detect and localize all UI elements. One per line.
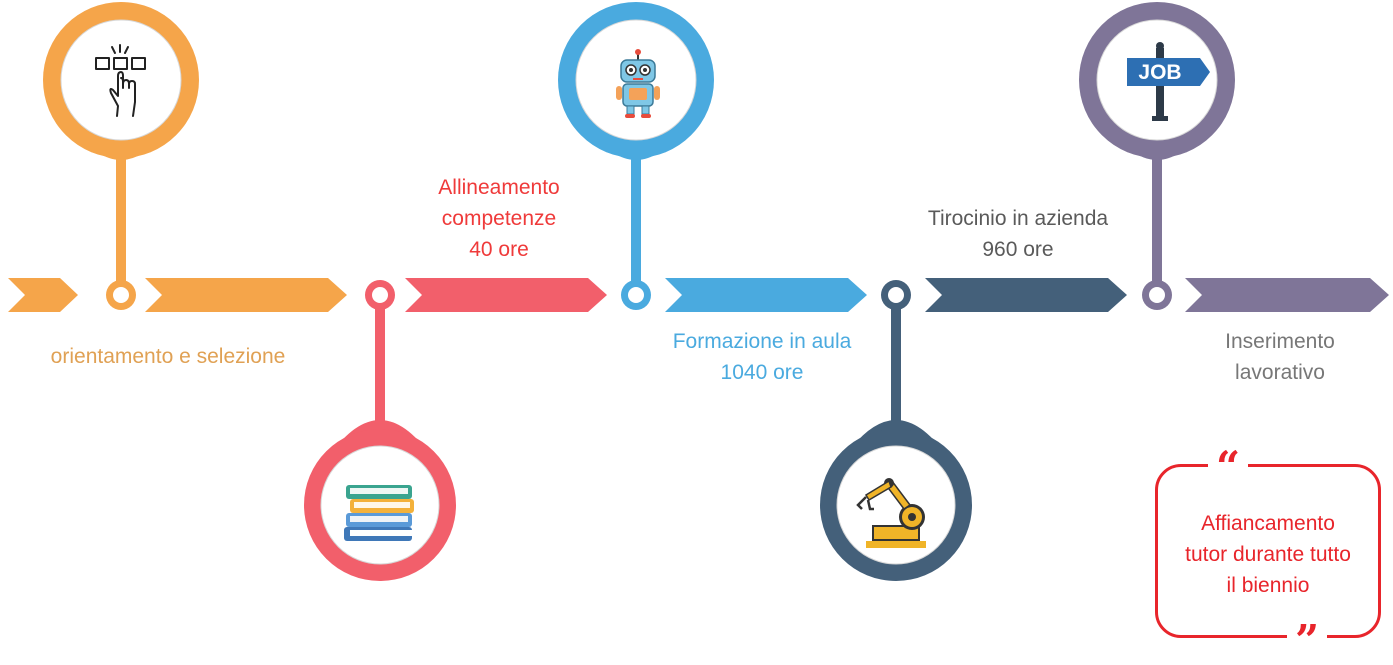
label-inserimento: Inserimento lavorativo bbox=[1180, 326, 1380, 388]
arrow-segment-red bbox=[405, 278, 607, 312]
label-line: 1040 ore bbox=[720, 361, 804, 384]
job-signpost-icon: JOB bbox=[1127, 42, 1210, 121]
quote-text: Affiancamento tutor durante tutto il bie… bbox=[1155, 508, 1381, 601]
job-sign-text: JOB bbox=[1138, 61, 1181, 84]
quote-line: il biennio bbox=[1226, 574, 1310, 597]
robot-arm-icon bbox=[856, 478, 926, 548]
quote-line: tutor durante tutto bbox=[1185, 543, 1351, 566]
quote-box bbox=[1155, 464, 1381, 638]
pin-tirocinio bbox=[820, 280, 972, 581]
label-line: Allineamento bbox=[438, 176, 560, 199]
label-tirocinio: Tirocinio in azienda 960 ore bbox=[900, 203, 1136, 265]
label-orientamento: orientamento e selezione bbox=[0, 341, 336, 372]
arrow-segment-orange-1 bbox=[8, 278, 78, 312]
quote-open-icon: “ bbox=[1208, 446, 1249, 488]
label-line: 40 ore bbox=[469, 238, 529, 261]
label-line: orientamento e selezione bbox=[50, 345, 286, 368]
quote-close-icon: ” bbox=[1287, 620, 1328, 662]
label-line: lavorativo bbox=[1235, 361, 1325, 384]
hand-pointer-buttons-icon bbox=[95, 44, 146, 117]
label-line: Formazione in aula bbox=[672, 330, 852, 353]
arrow-segment-blue bbox=[665, 278, 867, 312]
label-line: Inserimento bbox=[1225, 330, 1335, 353]
arrow-segment-orange-2 bbox=[145, 278, 347, 312]
label-allineamento: Allineamento competenze 40 ore bbox=[399, 172, 599, 265]
quote-line: Affiancamento bbox=[1201, 512, 1335, 535]
arrow-segment-navy bbox=[925, 278, 1127, 312]
label-formazione: Formazione in aula 1040 ore bbox=[652, 326, 872, 388]
robot-icon bbox=[616, 49, 660, 118]
label-line: competenze bbox=[441, 207, 557, 230]
books-stack-icon bbox=[344, 485, 414, 541]
label-line: 960 ore bbox=[982, 238, 1054, 261]
arrow-segment-purple bbox=[1185, 278, 1389, 312]
timeline-diagram: JOB bbox=[8, 2, 1389, 581]
label-line: Tirocinio in azienda bbox=[927, 207, 1109, 230]
pin-orientamento bbox=[43, 2, 199, 310]
